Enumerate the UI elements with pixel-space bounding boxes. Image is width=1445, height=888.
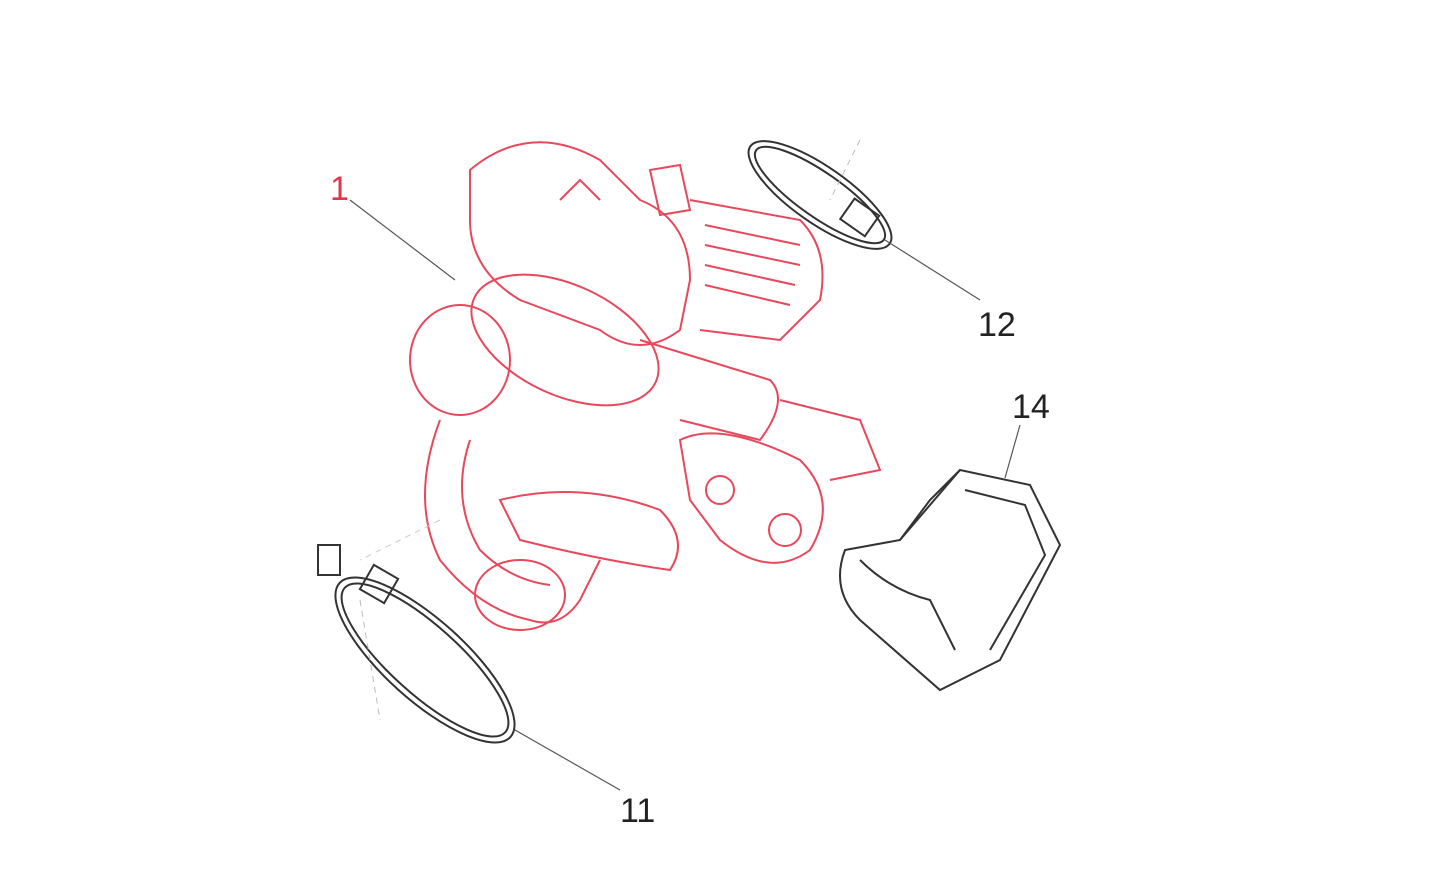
callout-14: 14 xyxy=(1012,388,1050,426)
callout-1: 1 xyxy=(330,170,349,208)
callout-12: 12 xyxy=(978,306,1016,344)
sensor-cover-part xyxy=(839,468,1062,692)
hose-clamp-lower-part xyxy=(317,544,516,744)
leader-line-11 xyxy=(514,729,621,791)
leader-line-12 xyxy=(884,239,981,301)
hose-clamp-upper-part xyxy=(747,139,893,250)
leader-line-14 xyxy=(1004,424,1021,479)
callout-11: 11 xyxy=(620,792,656,830)
throttle-body-part xyxy=(359,141,882,631)
leader-line-1 xyxy=(349,199,456,281)
